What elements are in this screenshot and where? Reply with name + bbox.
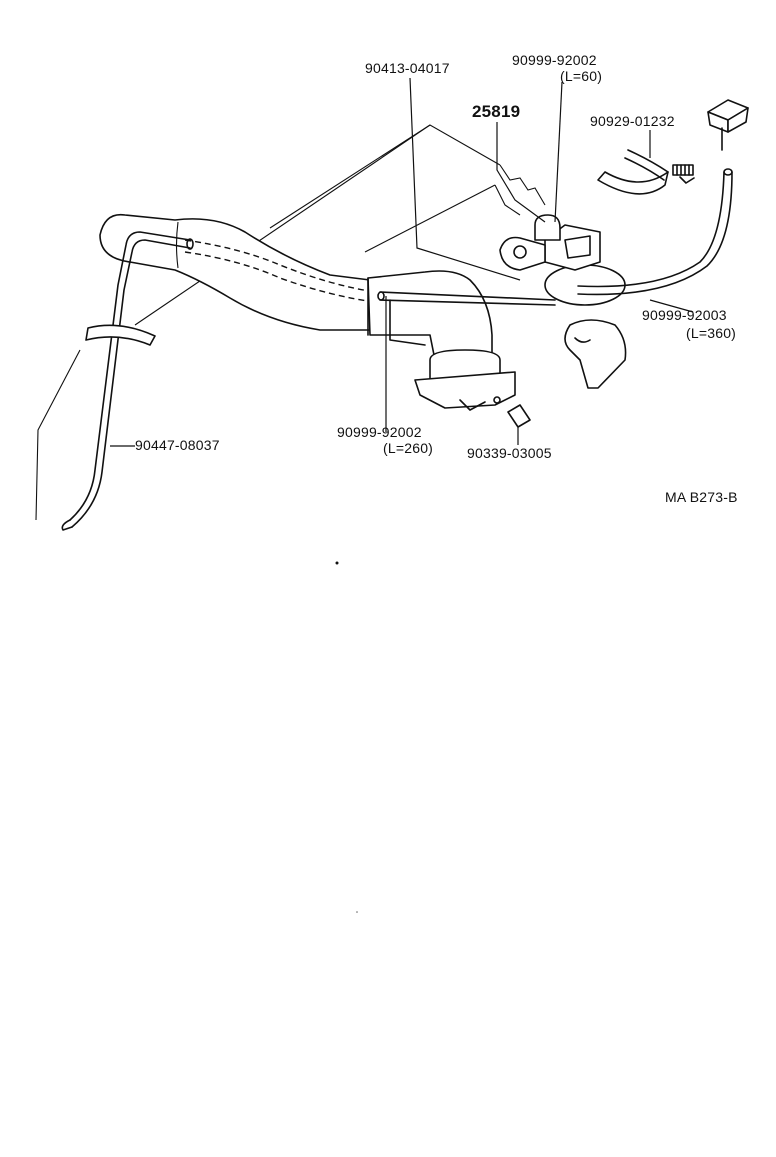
vsv-assembly bbox=[499, 214, 627, 389]
callout-hose-l60-length: (L=60) bbox=[560, 68, 603, 84]
plug-part bbox=[507, 404, 531, 428]
leader-lines bbox=[110, 77, 694, 447]
callout-hose-l360-length: (L=360) bbox=[686, 325, 737, 341]
stray-mark bbox=[356, 911, 358, 913]
callout-hose-l360-partno: 90999-92003 bbox=[642, 307, 727, 323]
long-hose-left bbox=[35, 231, 194, 531]
vacuum-tube-l260 bbox=[377, 291, 556, 306]
stray-mark bbox=[335, 561, 339, 565]
callout-hose-l260-partno: 90999-92002 bbox=[337, 424, 422, 440]
callout-clamp-top: 90413-04017 bbox=[365, 60, 450, 76]
callout-hose-l60-partno: 90999-92002 bbox=[512, 52, 597, 68]
callout-hose-long: 90447-08037 bbox=[135, 437, 220, 453]
callout-band: 90929-01232 bbox=[590, 113, 675, 129]
connector-cube bbox=[707, 99, 749, 151]
callout-hose-l260-length: (L=260) bbox=[383, 440, 434, 456]
band-clamp bbox=[597, 149, 695, 195]
callout-plug: 90339-03005 bbox=[467, 445, 552, 461]
hose-l360 bbox=[577, 168, 733, 296]
figure-reference: MA B273-B bbox=[665, 489, 738, 505]
main-part-number: 25819 bbox=[472, 102, 521, 121]
